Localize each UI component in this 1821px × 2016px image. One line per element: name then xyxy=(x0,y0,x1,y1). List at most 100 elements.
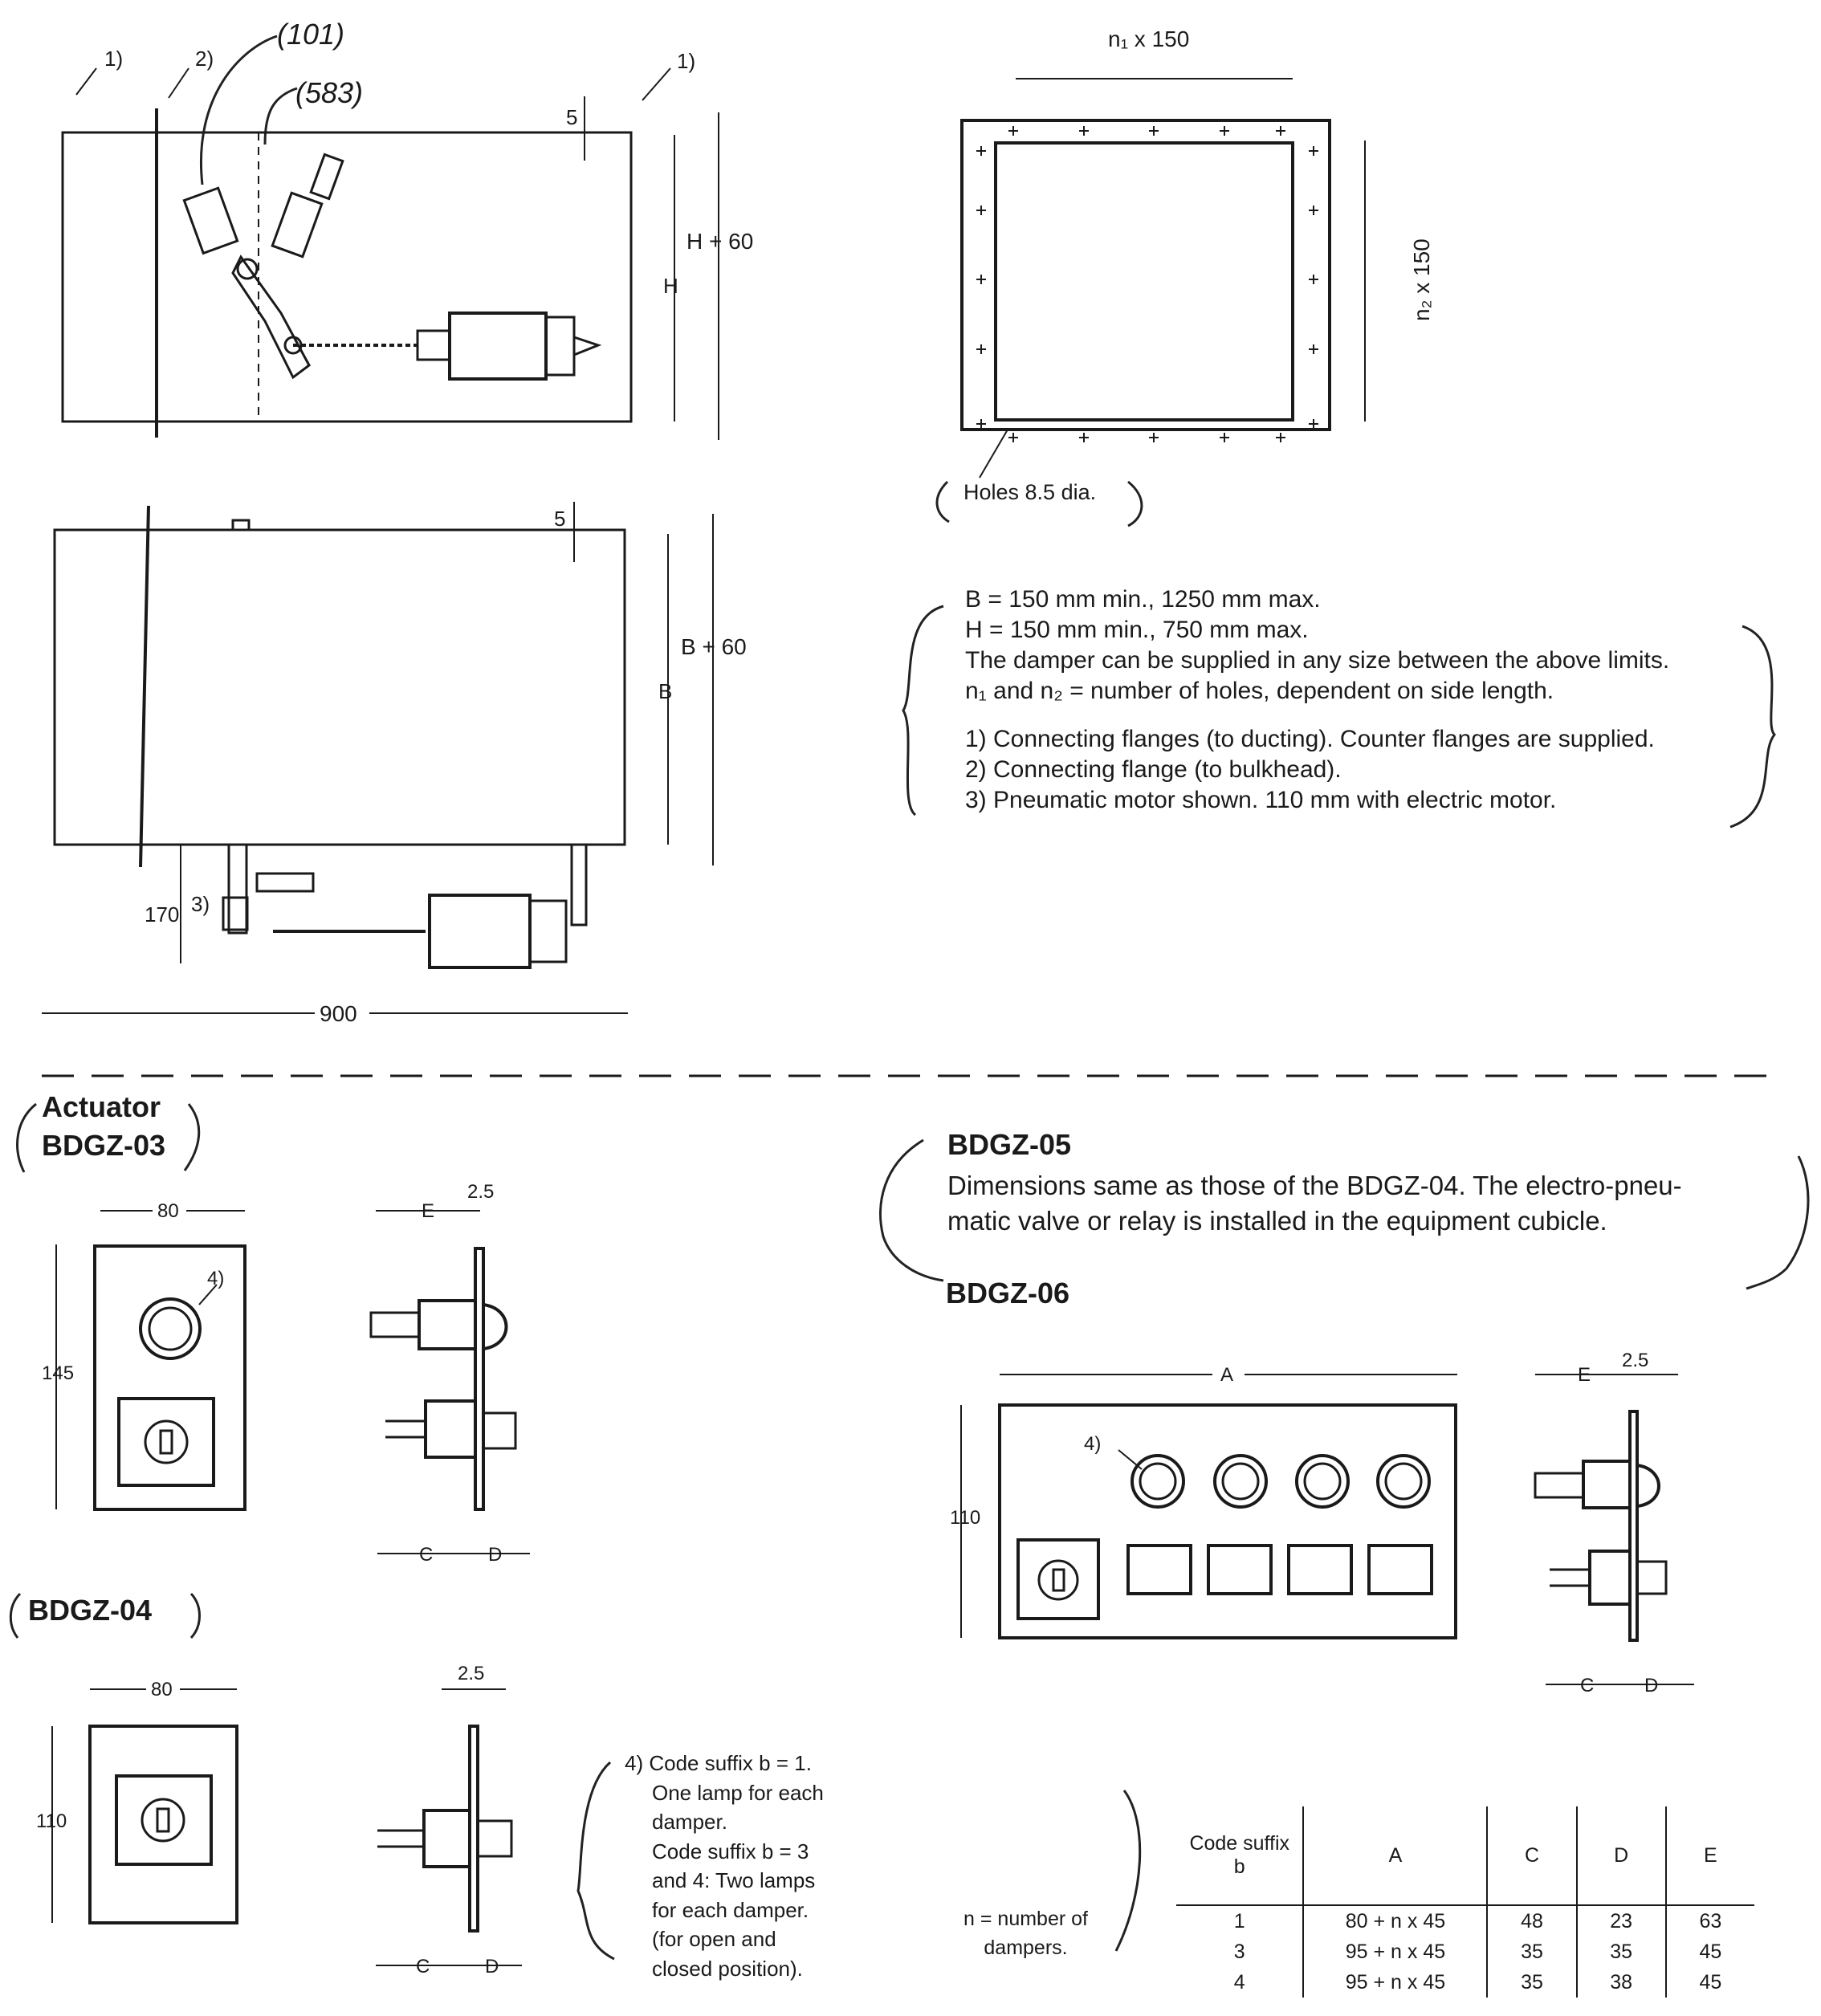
table-cell: 80 + n x 45 xyxy=(1303,1905,1487,1937)
panel-06 xyxy=(1000,1405,1456,1638)
switch-body-06 xyxy=(1590,1551,1630,1604)
bdgz-04: 80 110 2.5 C D xyxy=(10,1594,614,1977)
bolt-hole xyxy=(976,275,986,284)
switch-knob-04 xyxy=(142,1799,184,1841)
table-cell: 23 xyxy=(1577,1905,1666,1937)
dim-n2-label: n₂ x 150 xyxy=(1409,238,1434,321)
dim-80-label-03: 80 xyxy=(157,1200,179,1222)
table-header: D xyxy=(1577,1806,1666,1905)
bdgz-05-text-line2: matic valve or relay is installed in the… xyxy=(947,1203,1774,1239)
table-header: E xyxy=(1666,1806,1754,1905)
lamp-socket-03 xyxy=(371,1313,419,1337)
switch-body-04 xyxy=(424,1810,470,1867)
holes-label: Holes 8.5 dia. xyxy=(963,480,1096,504)
callout-leader-1-right xyxy=(642,68,670,100)
dim-b-label: B xyxy=(658,679,672,703)
switch-actuator xyxy=(311,154,343,198)
callout-leader-2 xyxy=(169,68,189,98)
bolt-hole xyxy=(976,146,986,156)
callout-3: 3) xyxy=(191,892,210,916)
damper-lever xyxy=(233,257,309,377)
callout-1-right: 1) xyxy=(677,49,695,73)
lamp-06-2-inner xyxy=(1223,1464,1258,1499)
bolt-hole xyxy=(1309,206,1318,215)
table-cell: 4 xyxy=(1176,1967,1303,1998)
bolt-hole xyxy=(1079,433,1089,442)
dim-2-5-label-04: 2.5 xyxy=(458,1663,484,1684)
table-cell: 35 xyxy=(1577,1937,1666,1967)
dim-80-label-04: 80 xyxy=(151,1679,173,1700)
duct-body-top xyxy=(55,530,625,845)
bdgz-06-title: BDGZ-06 xyxy=(946,1277,1069,1310)
bdgz-04-title: BDGZ-04 xyxy=(28,1594,152,1627)
table-header-row: Code suffix b A C D E xyxy=(1176,1806,1754,1905)
note-size-range: The damper can be supplied in any size b… xyxy=(965,646,1768,676)
rod-coupling xyxy=(418,331,450,360)
bracket-right-04 xyxy=(191,1594,200,1638)
mount-post-right xyxy=(572,845,586,925)
limit-switch xyxy=(272,193,322,256)
lamp-socket-06 xyxy=(1535,1473,1583,1497)
bolt-hole xyxy=(1276,433,1285,442)
dim-b-plus-60-label: B + 60 xyxy=(681,634,747,659)
dim-2-5-label-06: 2.5 xyxy=(1622,1350,1648,1371)
switch-knob-side-06 xyxy=(1637,1562,1666,1594)
flange-outer xyxy=(962,120,1330,430)
table-cell: 48 xyxy=(1487,1905,1576,1937)
bolt-hole xyxy=(1309,419,1318,429)
bdgz-05-title: BDGZ-05 xyxy=(947,1128,1071,1162)
switch-frame-06 xyxy=(1018,1540,1098,1619)
lamp-body-06 xyxy=(1583,1461,1630,1508)
motor-end-cap xyxy=(546,317,574,375)
actuator-03-title: Actuator BDGZ-03 xyxy=(42,1088,165,1165)
lamp-06-4-inner xyxy=(1386,1464,1421,1499)
motor-mount-eye xyxy=(574,337,598,355)
holes-leader xyxy=(980,430,1008,478)
footnote-4-line: damper. xyxy=(625,1807,858,1837)
switch-frame-03 xyxy=(119,1399,214,1485)
footnote-3: 3) Pneumatic motor shown. 110 mm with el… xyxy=(965,785,1768,816)
actuator-title-line1: Actuator xyxy=(42,1088,165,1126)
bdgz-05-text: Dimensions same as those of the BDGZ-04.… xyxy=(947,1168,1774,1239)
dimension-table: Code suffix b A C D E 1 80 + n x 45 48 2… xyxy=(1176,1806,1754,1998)
lamp-06-1-inner xyxy=(1140,1464,1175,1499)
pneumatic-motor-side xyxy=(450,313,546,379)
bolt-hole xyxy=(1079,126,1089,136)
front-flange-view: n₁ x 150 n₂ x 150 Holes 8.5 dia. xyxy=(937,26,1434,526)
switch-knob-03 xyxy=(145,1421,187,1463)
table-cell: 1 xyxy=(1176,1905,1303,1937)
panel-04 xyxy=(90,1726,237,1923)
dim-5-top-label: 5 xyxy=(554,507,565,531)
bracket-left-04 xyxy=(10,1594,20,1638)
dim-145-label: 145 xyxy=(42,1362,74,1384)
bolt-hole xyxy=(976,419,986,429)
note-b-limits: B = 150 mm min., 1250 mm max. xyxy=(965,584,1768,615)
footnote-2: 2) Connecting flange (to bulkhead). xyxy=(965,755,1768,785)
table-cell: 3 xyxy=(1176,1937,1303,1967)
lamp-lens-06 xyxy=(1637,1465,1659,1506)
note-holes-count: n₁ and n₂ = number of holes, dependent o… xyxy=(965,676,1768,707)
bolt-hole xyxy=(1008,126,1018,136)
n-note: n = number of dampers. xyxy=(939,1904,1112,1962)
bolt-hole xyxy=(1309,275,1318,284)
footnote-1: 1) Connecting flanges (to ducting). Coun… xyxy=(965,724,1768,755)
notes-spacer xyxy=(965,707,1768,724)
footnote-4-line: for each damper. xyxy=(625,1896,858,1925)
lever-pivot xyxy=(238,259,257,279)
dim-d-label-04: D xyxy=(485,1956,499,1977)
blank-window-06-4 xyxy=(1369,1546,1432,1594)
bolt-hole xyxy=(1309,146,1318,156)
dim-2-5-label-03: 2.5 xyxy=(467,1181,494,1203)
bracket-right-03 xyxy=(185,1104,199,1171)
dim-n1-label: n₁ x 150 xyxy=(1108,26,1189,51)
note-h-limits: H = 150 mm min., 750 mm max. xyxy=(965,615,1768,646)
switch-slot-03 xyxy=(161,1431,172,1453)
lamp-06-3-inner xyxy=(1305,1464,1340,1499)
bolt-hole xyxy=(1149,126,1159,136)
bdgz-06: A 110 4) E 2.5 C D xyxy=(950,1350,1694,1696)
dim-5-label: 5 xyxy=(566,105,577,129)
bracket-left-03 xyxy=(18,1104,36,1172)
table-cell: 45 xyxy=(1666,1937,1754,1967)
flange-opening xyxy=(996,143,1293,420)
